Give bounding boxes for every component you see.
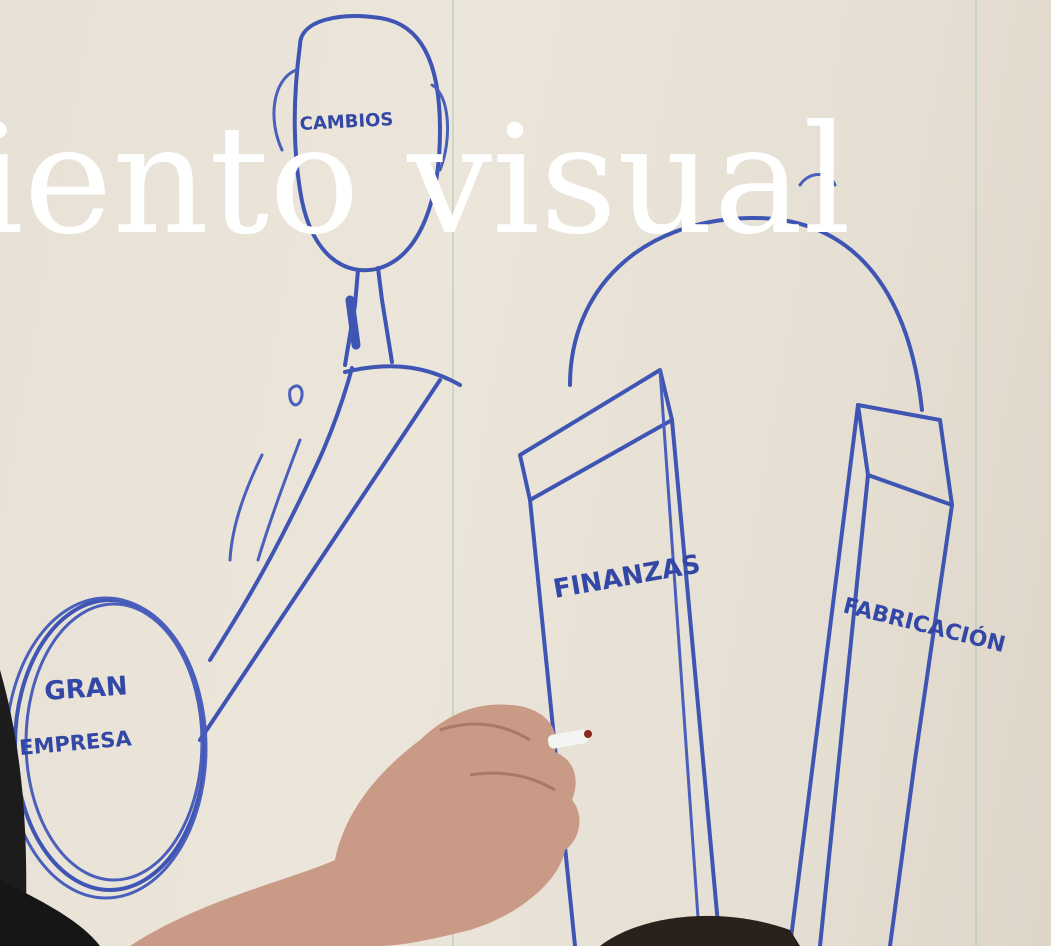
hand-knuckle — [439, 722, 531, 742]
label-finanzas: FINANZAS — [551, 550, 703, 605]
arm-sketch — [198, 366, 442, 742]
marker-tip — [584, 730, 592, 738]
pillar-right-sketch — [788, 403, 954, 946]
arch-sketch — [568, 215, 924, 412]
label-fabricacion: FABRICACIÓN — [841, 593, 1008, 658]
person-sleeve-lower — [0, 880, 100, 946]
label-gran: GRAN — [43, 671, 128, 707]
label-empresa: EMPRESA — [18, 726, 133, 760]
whiteboard-seam — [452, 0, 454, 946]
pillar-left-sketch — [518, 368, 722, 946]
hand-knuckle — [469, 771, 556, 792]
person-sleeve — [0, 670, 27, 946]
label-cambios: CAMBIOS — [299, 109, 394, 135]
overlay-title-text: miento visual — [0, 96, 851, 266]
hand — [130, 704, 580, 946]
arch-knob — [798, 173, 837, 187]
overlay-title: miento visual — [0, 96, 1051, 266]
whiteboard-seam — [975, 0, 977, 946]
hand-with-marker — [130, 704, 592, 946]
marker — [547, 729, 589, 749]
head-sketch — [272, 14, 462, 387]
person-head — [600, 915, 800, 946]
